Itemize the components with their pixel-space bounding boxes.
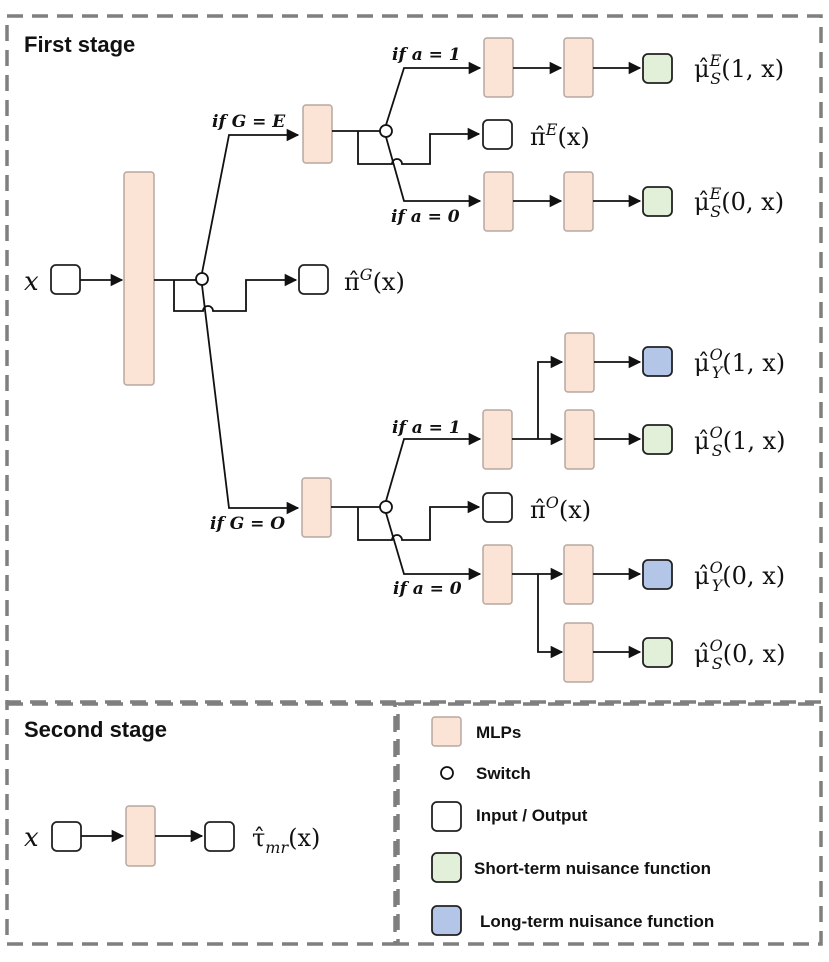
output-box-mu-s-e-0 bbox=[642, 186, 673, 217]
wire-g-e bbox=[201, 128, 300, 274]
mlp-e-a0-1 bbox=[483, 171, 514, 232]
output-label-pi-g: π̂G(x) bbox=[344, 265, 405, 296]
legend-short-term-label: Short-term nuisance function bbox=[474, 859, 711, 878]
legend-short-term-swatch bbox=[431, 852, 462, 883]
condition-a0-bottom: if a = 0 bbox=[393, 579, 462, 599]
wire-to-pi-e bbox=[357, 127, 481, 165]
output-label-tau-mr: τ̂mr(x) bbox=[252, 824, 320, 857]
wire-o-a0 bbox=[385, 512, 482, 581]
wire-o-a1 bbox=[385, 432, 482, 502]
output-box-mu-y-o-0 bbox=[642, 559, 673, 590]
wire-e-a1 bbox=[385, 61, 482, 126]
wire-to-pi-o bbox=[357, 500, 481, 541]
legend-switch-label: Switch bbox=[476, 764, 531, 783]
second-stage-input-x-label: x bbox=[24, 823, 39, 853]
mlp-o-a1-1 bbox=[482, 409, 513, 470]
mlp-o-a1-s bbox=[564, 409, 595, 470]
legend-switch-swatch bbox=[440, 766, 454, 780]
legend-mlp-swatch bbox=[431, 716, 462, 747]
switch-a-e bbox=[379, 124, 393, 138]
mlp-o-a1-y bbox=[564, 332, 595, 393]
mlp-e-a1-2 bbox=[563, 37, 594, 98]
second-stage-input-box bbox=[51, 821, 82, 852]
wire-g-o bbox=[201, 284, 300, 515]
mlp-o-a0-y bbox=[563, 544, 594, 605]
mlp-e-a0-2 bbox=[563, 171, 594, 232]
input-x-label: x bbox=[24, 267, 39, 297]
output-box-mu-y-o-1 bbox=[642, 346, 673, 377]
wire-o-a0-to-mlp-s bbox=[537, 574, 564, 659]
legend-long-term-swatch bbox=[431, 905, 462, 936]
output-label-pi-e: π̂E(x) bbox=[530, 120, 590, 151]
legend-long-term-label: Long-term nuisance function bbox=[480, 912, 714, 931]
condition-g-e: if G = E bbox=[212, 112, 286, 132]
output-box-mu-s-o-0 bbox=[642, 637, 673, 668]
switch-a-o bbox=[379, 500, 393, 514]
second-stage-output-box bbox=[204, 821, 235, 852]
legend-io-label: Input / Output bbox=[476, 806, 588, 825]
input-box bbox=[50, 264, 81, 295]
output-box-mu-s-o-1 bbox=[642, 424, 673, 455]
shared-mlp bbox=[123, 171, 155, 386]
first-stage-title: First stage bbox=[24, 32, 135, 57]
wire-o-a1-to-mlp-y bbox=[537, 355, 564, 439]
output-box-pi-g bbox=[298, 264, 329, 295]
output-box-mu-s-e-1 bbox=[642, 53, 673, 84]
condition-g-o: if G = O bbox=[210, 514, 285, 534]
legend-mlps-label: MLPs bbox=[476, 723, 521, 742]
legend-io-swatch bbox=[431, 801, 462, 832]
mlp-branch-e bbox=[302, 104, 333, 164]
output-box-pi-o bbox=[482, 492, 513, 523]
legend-frame bbox=[396, 702, 823, 946]
mlp-e-a1-1 bbox=[483, 37, 514, 98]
second-stage-mlp bbox=[125, 805, 156, 867]
condition-a1-bottom: if a = 1 bbox=[392, 418, 461, 438]
output-box-pi-e bbox=[482, 119, 513, 150]
first-stage-frame bbox=[5, 14, 823, 704]
wire-to-pi-g bbox=[173, 273, 298, 312]
switch-g bbox=[195, 272, 209, 286]
mlp-o-a0-1 bbox=[482, 544, 513, 605]
mlp-branch-o bbox=[301, 477, 332, 538]
mlp-o-a0-s bbox=[563, 622, 594, 683]
condition-a0-top: if a = 0 bbox=[391, 207, 460, 227]
second-stage-frame bbox=[5, 702, 397, 946]
condition-a1-top: if a = 1 bbox=[392, 45, 461, 65]
wire-e-a0 bbox=[385, 136, 482, 208]
output-label-pi-o: π̂O(x) bbox=[530, 493, 591, 524]
second-stage-title: Second stage bbox=[24, 717, 167, 742]
